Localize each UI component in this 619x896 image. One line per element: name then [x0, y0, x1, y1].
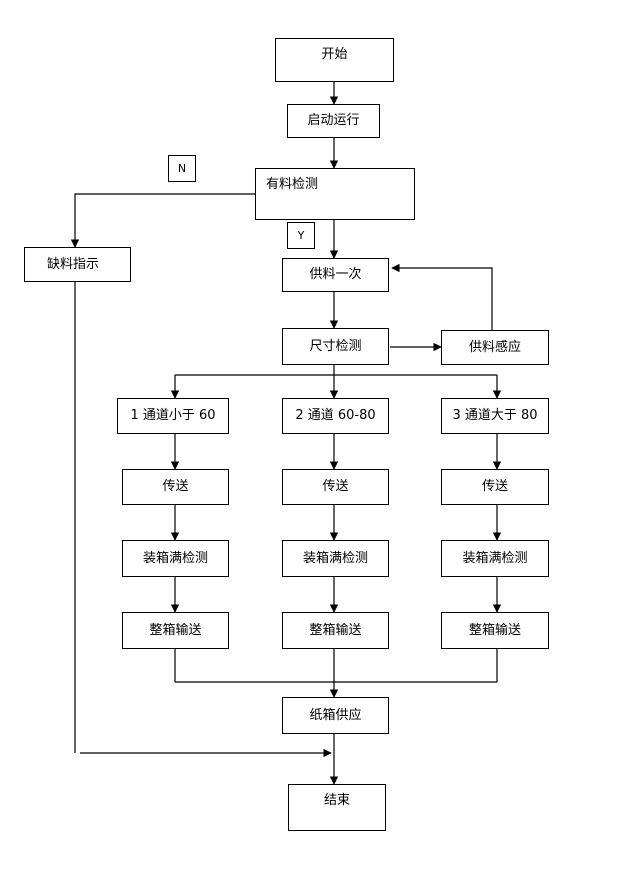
node-shortage-label: 缺料指示 [47, 256, 100, 272]
arrow-feedsense-feed [391, 263, 493, 330]
node-run: 启动运行 [287, 104, 380, 138]
label-yes: Y [287, 222, 315, 249]
node-full-check-1: 装箱满检测 [122, 540, 229, 577]
node-end-label: 结束 [323, 793, 350, 808]
node-feed-sense: 供料感应 [441, 330, 549, 365]
node-box-out-3: 整箱输送 [441, 612, 549, 649]
node-box-out-1-label: 整箱输送 [149, 622, 202, 638]
node-size-label: 尺寸检测 [309, 338, 362, 354]
node-full-check-2: 装箱满检测 [282, 540, 389, 577]
node-carton: 纸箱供应 [282, 697, 389, 734]
node-convey-2-label: 传送 [322, 479, 349, 495]
arrow-detect-shortage [70, 193, 255, 248]
node-full-check-1-label: 装箱满检测 [142, 550, 208, 566]
node-feed-sense-label: 供料感应 [468, 339, 521, 355]
node-run-label: 启动运行 [307, 113, 360, 129]
node-box-out-3-label: 整箱输送 [468, 622, 521, 638]
node-feed-label: 供料一次 [309, 267, 362, 283]
node-full-check-3-label: 装箱满检测 [462, 550, 528, 566]
node-convey-3-label: 传送 [481, 479, 508, 495]
node-box-out-1: 整箱输送 [122, 612, 229, 649]
node-channel-2-label: 2 通道 60-80 [295, 408, 376, 424]
node-size: 尺寸检测 [282, 328, 389, 365]
node-carton-label: 纸箱供应 [309, 707, 362, 723]
node-detect: 有料检测 [255, 168, 415, 220]
node-start-label: 开始 [321, 47, 348, 62]
node-channel-2: 2 通道 60-80 [282, 398, 389, 434]
node-box-out-2: 整箱输送 [282, 612, 389, 649]
node-full-check-2-label: 装箱满检测 [302, 550, 368, 566]
node-box-out-2-label: 整箱输送 [309, 622, 362, 638]
node-detect-label: 有料检测 [266, 177, 319, 192]
node-channel-3: 3 通道大于 80 [441, 398, 549, 434]
node-feed: 供料一次 [282, 258, 389, 292]
node-shortage: 缺料指示 [24, 247, 131, 282]
node-convey-3: 传送 [441, 469, 549, 505]
node-convey-2: 传送 [282, 469, 389, 505]
node-channel-1: 1 通道小于 60 [117, 398, 229, 434]
node-convey-1: 传送 [122, 469, 229, 505]
label-no: N [168, 155, 196, 182]
node-full-check-3: 装箱满检测 [441, 540, 549, 577]
node-start: 开始 [275, 38, 394, 82]
node-end: 结束 [288, 784, 386, 831]
node-channel-1-label: 1 通道小于 60 [130, 408, 216, 424]
node-convey-1-label: 传送 [162, 479, 189, 495]
node-channel-3-label: 3 通道大于 80 [452, 408, 538, 424]
